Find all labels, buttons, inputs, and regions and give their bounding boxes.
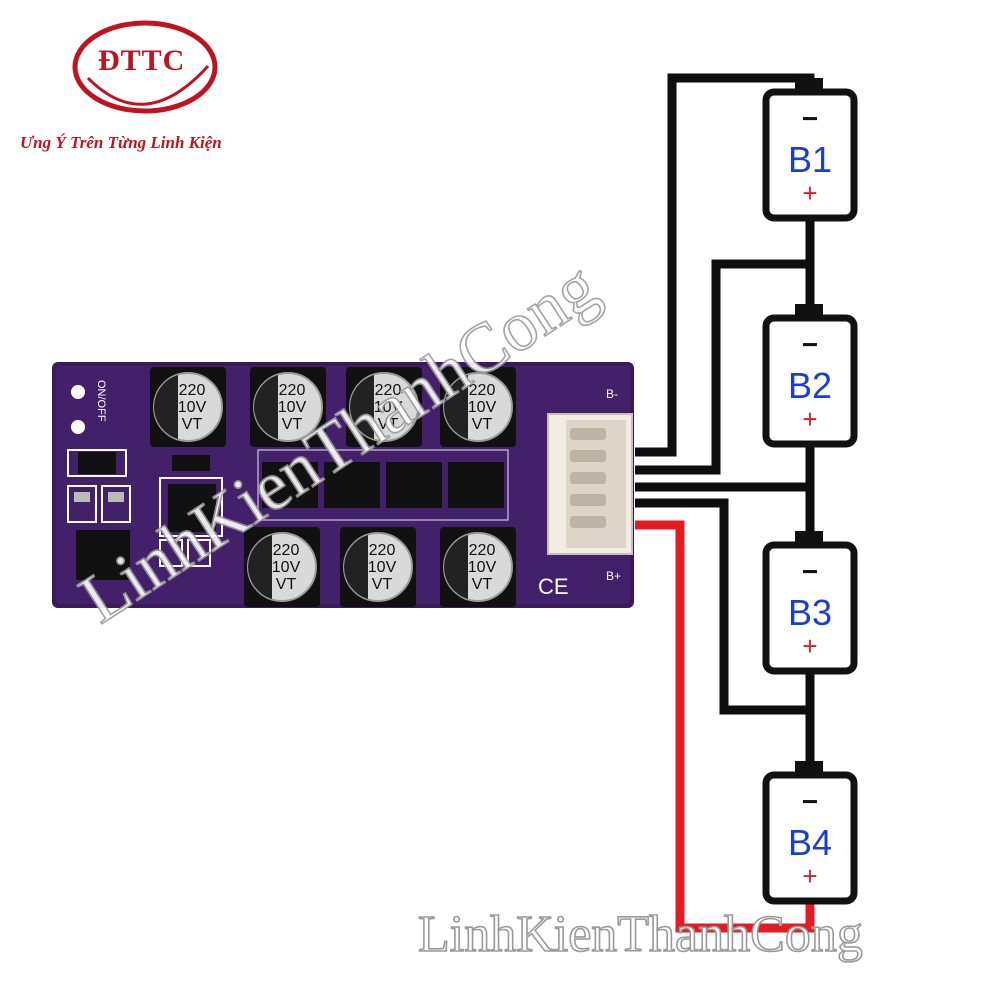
capacitor-marking: VT: [182, 416, 203, 433]
capacitor-marking: 10V: [468, 559, 497, 576]
capacitor-marking: VT: [472, 576, 493, 593]
capacitor-marking: 10V: [468, 399, 497, 416]
brand-tagline: Ưng Ý Trên Từng Linh Kiện: [20, 133, 222, 152]
capacitor-marking: VT: [372, 576, 393, 593]
battery-minus-sign: −: [802, 556, 818, 587]
battery-b4: − B4+: [762, 761, 858, 905]
brand-logo-ring: [72, 20, 218, 114]
capacitor-marking: 10V: [178, 399, 207, 416]
battery-plus-sign: +: [802, 861, 817, 891]
watermark-bottom: LinhKienThanhCong: [417, 905, 863, 964]
capacitor-marking: VT: [282, 416, 303, 433]
ce-mark: CE: [538, 574, 569, 599]
capacitor-marking: 220: [469, 542, 496, 559]
capacitor-marking: 220: [469, 382, 496, 399]
capacitor-marking: 10V: [272, 559, 301, 576]
brand-logo-text: ĐTTC: [98, 44, 186, 77]
capacitor-marking: 220: [179, 382, 206, 399]
switch-label: ON/OFF: [95, 380, 107, 422]
wire-b-plus: [635, 520, 815, 933]
battery-minus-sign: −: [802, 329, 818, 360]
battery-minus-sign: −: [802, 103, 818, 134]
mount-hole: [71, 385, 85, 399]
balance-wires: [635, 73, 815, 775]
battery-b2: − B2+: [762, 304, 858, 448]
capacitor-marking: 220: [279, 382, 306, 399]
wire-b3-b4: [635, 498, 810, 715]
battery-plus-sign: +: [802, 404, 817, 434]
capacitor-marking: VT: [276, 576, 297, 593]
battery-b1: − B1+: [762, 78, 858, 222]
battery-b3: − B3+: [762, 531, 858, 675]
pin-label-b-minus: B-: [606, 387, 618, 401]
capacitors: 22010VVT22010VVT22010VVT22010VVT22010VVT…: [150, 367, 516, 607]
capacitor-marking: VT: [378, 416, 399, 433]
capacitor-marking: VT: [472, 416, 493, 433]
battery-label: B2: [788, 365, 832, 406]
capacitor-marking: 220: [375, 382, 402, 399]
wire-b1-b2: [635, 259, 810, 475]
battery-label: B1: [788, 139, 832, 180]
capacitor-marking: 220: [369, 542, 396, 559]
capacitor-marking: 10V: [374, 399, 403, 416]
battery-plus-sign: +: [802, 631, 817, 661]
battery-plus-sign: +: [802, 178, 817, 208]
capacitor-marking: 10V: [368, 559, 397, 576]
capacitor-marking: 220: [273, 542, 300, 559]
battery-label: B4: [788, 822, 832, 863]
battery-minus-sign: −: [802, 786, 818, 817]
capacitor-marking: 10V: [278, 399, 307, 416]
batteries: −B1+−B2+−B3+−B4+: [762, 78, 858, 905]
pin-label-b-plus: B+: [606, 569, 621, 583]
mount-hole: [71, 420, 85, 434]
battery-label: B3: [788, 592, 832, 633]
